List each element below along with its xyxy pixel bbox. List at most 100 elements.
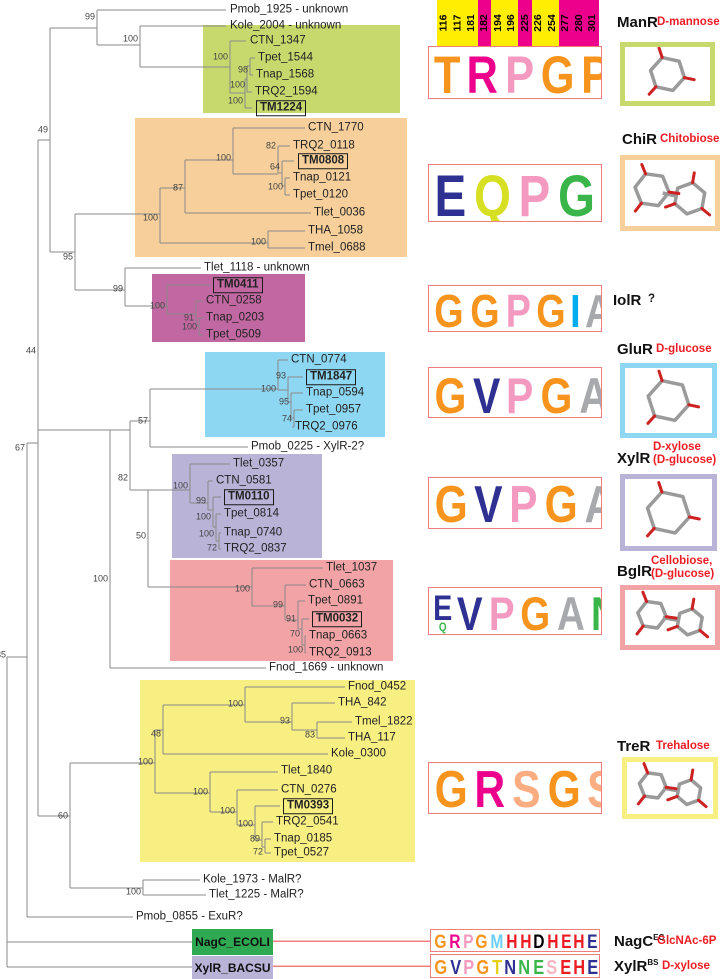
bootstrap-value: 72 <box>206 542 217 553</box>
leaf-label: Pmob_0855 - ExuR? <box>136 910 243 923</box>
logo-letter: R <box>449 931 461 952</box>
logo-column: E <box>560 931 573 952</box>
bootstrap-value: 82 <box>265 140 276 151</box>
logo-column: E <box>532 956 545 977</box>
logo-column: Q <box>470 166 515 221</box>
logo-column: A <box>582 287 601 331</box>
leaf-label: Tpet_0120 <box>293 188 348 201</box>
logo-column: H <box>572 956 586 977</box>
ligand-line2: (D-glucose) <box>651 568 715 581</box>
logo-column: A <box>576 369 601 417</box>
logo-letter: G <box>475 931 488 952</box>
leaf-label: TRQ2_1594 <box>255 85 318 98</box>
bootstrap-value: 91 <box>183 312 194 323</box>
logo-column: V <box>470 369 503 417</box>
logo-column: T <box>491 956 503 977</box>
logo-letter: E <box>560 931 572 952</box>
effector-ligand-label: Chitobiose <box>660 133 719 146</box>
logo-column: R <box>448 931 462 952</box>
logo-column: E <box>559 956 572 977</box>
effector-ligand-label: Trehalose <box>656 740 710 753</box>
family-name-glur: GluR <box>617 341 653 358</box>
logo-column: P <box>462 956 475 977</box>
bootstrap-value: 83 <box>304 729 315 740</box>
logo-column: N <box>517 956 531 978</box>
logo-column: V <box>449 956 462 978</box>
effector-ligand-label: D-xylose(D-glucose) <box>653 441 716 467</box>
leaf-label: Tpet_0527 <box>274 846 329 859</box>
sugar-molecule-icon <box>645 481 701 538</box>
logo-letter: G <box>520 587 551 635</box>
leaf-label: Pmob_1925 - unknown <box>230 3 349 16</box>
ligand-line1: D-glucose <box>656 343 712 355</box>
leaf-label: Tnap_0203 <box>206 311 265 324</box>
logo-column: H <box>505 931 519 951</box>
XylR-logo: GVPGANNEREHE <box>428 477 602 529</box>
leaf-label: Tnap_0121 <box>293 171 352 184</box>
residue-number: 301 <box>586 14 599 32</box>
family-name-chir: ChiR <box>622 131 657 148</box>
logo-letter: G <box>434 477 468 529</box>
logo-letter: I <box>570 285 581 332</box>
ManR-logo: TRPGPNNDGEYE <box>428 46 602 99</box>
ligand-line1: Trehalose <box>656 740 710 752</box>
leaf-label: CTN_1347 <box>250 34 306 47</box>
logo-column: G <box>433 956 449 977</box>
bootstrap-value: 100 <box>125 886 141 897</box>
family-name-text: TreR <box>617 738 651 755</box>
logo-letter: V <box>474 477 504 529</box>
logo-letter: P <box>506 368 534 418</box>
leaf-label: Tlet_1037 <box>326 561 378 574</box>
clade-box-xylr-clade <box>172 454 322 558</box>
ligand-line1: GlcNAc-6P <box>657 935 717 947</box>
logo-column: R <box>471 764 509 813</box>
BglR-logo: EQVPGANNDGEHE <box>428 587 602 635</box>
logo-column: G <box>431 369 470 417</box>
family-name-text: XylR <box>617 450 651 467</box>
bootstrap-value: 60 <box>57 810 68 821</box>
logo-letter: G <box>536 285 566 332</box>
TreR-logo: GRSGSIVNDGEHE <box>428 762 602 814</box>
leaf-label: Tnap_1568 <box>256 68 315 81</box>
family-name-text: ChiR <box>622 131 657 148</box>
bootstrap-value: 70 <box>289 628 300 639</box>
logo-column: G <box>544 764 584 813</box>
bootstrap-value: 67 <box>14 442 25 453</box>
ligand-line1: ? <box>648 293 656 305</box>
family-name-nagcec: NagCEC <box>614 933 664 950</box>
leaf-label: Tnap_0185 <box>274 832 333 845</box>
bootstrap-value: 44 <box>25 345 36 356</box>
logo-letter: G <box>540 368 573 418</box>
leaf-label: CTN_0258 <box>206 294 262 307</box>
logo-column: I <box>569 285 582 332</box>
bootstrap-value: 64 <box>269 161 280 172</box>
logo-column: G <box>475 956 491 977</box>
logo-column: P <box>578 48 601 98</box>
bootstrap-value: 100 <box>92 573 108 584</box>
logo-letter: G <box>544 477 578 529</box>
logo-column: G <box>517 587 554 635</box>
bootstrap-value: 49 <box>37 124 48 135</box>
leaf-label: CTN_0663 <box>309 578 365 591</box>
sugar-molecule-icon <box>633 163 712 217</box>
leaf-label-boxed: TM0411 <box>213 277 263 293</box>
logo-column: N <box>588 589 601 634</box>
bootstrap-value: 100 <box>212 51 228 62</box>
logo-column: H <box>572 931 586 951</box>
family-name-manr: ManR <box>617 14 658 31</box>
effector-ligand-label: GlcNAc-6P <box>657 935 716 948</box>
logo-column: G <box>431 764 471 813</box>
logo-letter: V <box>449 957 461 978</box>
bootstrap-value: 100 <box>122 33 138 44</box>
logo-letter: E <box>587 931 598 952</box>
logo-letter: N <box>518 957 531 978</box>
bootstrap-value: 100 <box>215 152 231 163</box>
bootstrap-value: 93 <box>275 370 286 381</box>
bootstrap-value: 99 <box>84 11 95 22</box>
molecule-box-xylr <box>620 474 717 551</box>
leaf-label: Kole_0300 <box>331 747 386 760</box>
logo-column: G <box>474 931 489 952</box>
logo-column: G <box>554 166 599 221</box>
residue-number: 225 <box>518 14 531 32</box>
